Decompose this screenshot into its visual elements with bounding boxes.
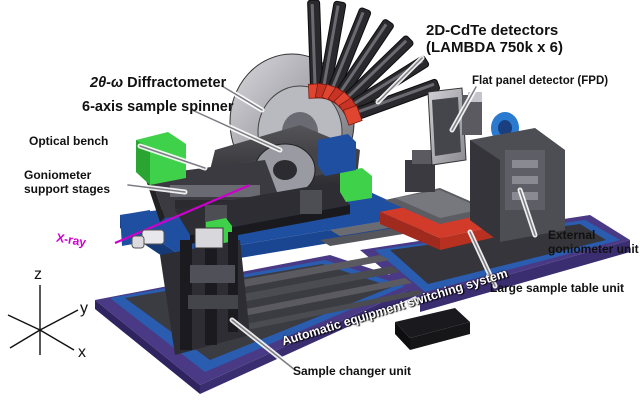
large-table-label: Large sample table unit — [490, 281, 625, 295]
cdte-detectors-line2: (LAMBDA 750k x 6) — [426, 39, 563, 57]
detector-tube — [342, 78, 440, 126]
external-goniometer-line2: goniometer unit — [548, 241, 639, 256]
cdte-detector-arc — [307, 0, 440, 126]
diffractometer-symbol: 2θ-ω — [90, 75, 124, 91]
cdte-detectors-line1: 2D-CdTe detectors — [426, 22, 559, 39]
goniometer-stages-label: Goniometer support stages — [24, 168, 111, 197]
sample-tray — [395, 308, 470, 350]
axis-x-label: x — [78, 344, 86, 361]
detector-tube — [333, 35, 414, 114]
axis-z-label: z — [34, 266, 42, 283]
sample-spinner-label: 6-axis sample spinner — [82, 99, 234, 115]
xray-beam — [114, 183, 251, 245]
external-goniometer-label: External goniometer unit — [548, 228, 639, 257]
cdte-detectors-label: 2D-CdTe detectors (LAMBDA 750k x 6) — [426, 22, 563, 57]
sample-changer-unit — [131, 227, 250, 355]
diffractometer-label: 2θ-ω Diffractometer — [90, 75, 226, 92]
large-sample-table-unit — [380, 150, 500, 250]
optical-bench-label: Optical bench — [29, 134, 109, 148]
goniometer-stages-line1: Goniometer — [24, 168, 92, 182]
diffractometer-text: Diffractometer — [123, 75, 227, 91]
sample-changer-label: Sample changer unit — [293, 364, 412, 378]
coordinate-axes — [7, 285, 79, 355]
flat-panel-label: Flat panel detector (FPD) — [472, 75, 609, 87]
axis-y-label: y — [80, 300, 88, 317]
external-goniometer-unit — [470, 128, 565, 242]
goniometer-stages-line2: support stages — [24, 181, 111, 196]
leader-lines-core — [127, 57, 536, 371]
external-goniometer-line1: External — [548, 228, 596, 242]
flat-panel-detector — [427, 87, 519, 166]
